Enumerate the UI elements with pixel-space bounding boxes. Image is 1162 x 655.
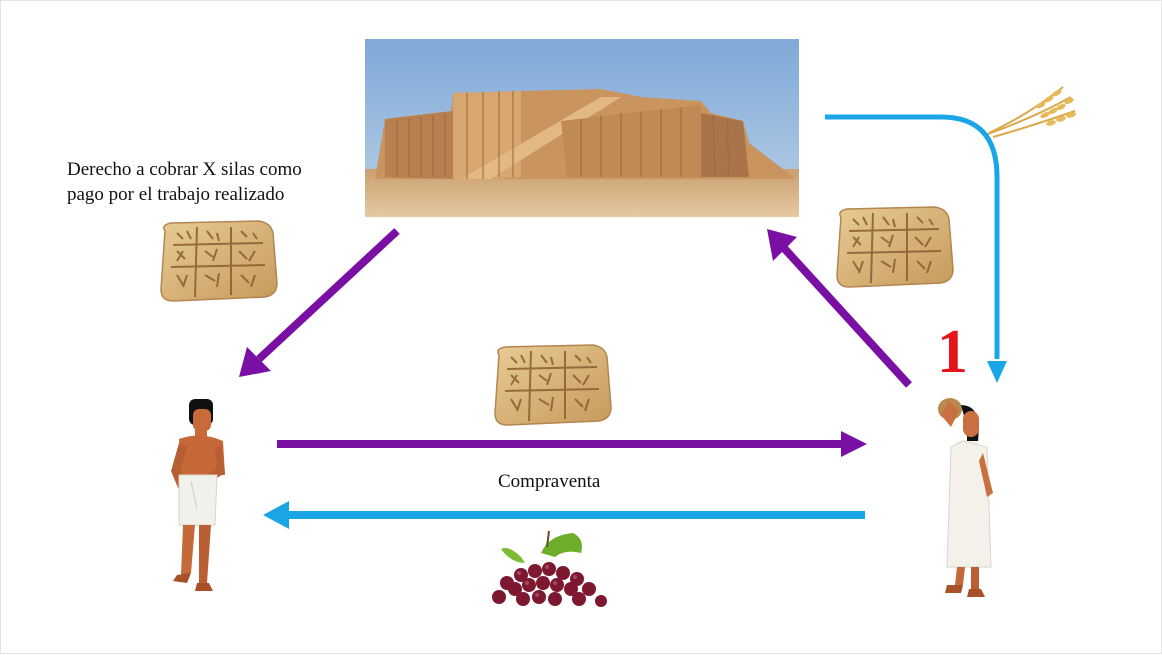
clay-tablet-icon: [161, 221, 277, 301]
grapes-icon: [492, 531, 607, 607]
ziggurat-image: [365, 39, 799, 217]
arrow-temple-to-man: [259, 231, 397, 359]
derecho-label-line2: pago por el trabajo realizado: [67, 182, 367, 207]
compraventa-label: Compraventa: [498, 469, 600, 494]
clay-tablet-icon: [837, 207, 953, 287]
wheat-icon: [985, 87, 1076, 137]
clay-tablet-icon: [495, 345, 611, 425]
sumerian-man-figure: [171, 399, 225, 591]
step-number-badge: 1: [937, 317, 968, 387]
derecho-label: Derecho a cobrar X silas como pago por e…: [67, 157, 367, 207]
sumerian-woman-figure: [938, 398, 993, 597]
derecho-label-line1: Derecho a cobrar X silas como: [67, 157, 367, 182]
